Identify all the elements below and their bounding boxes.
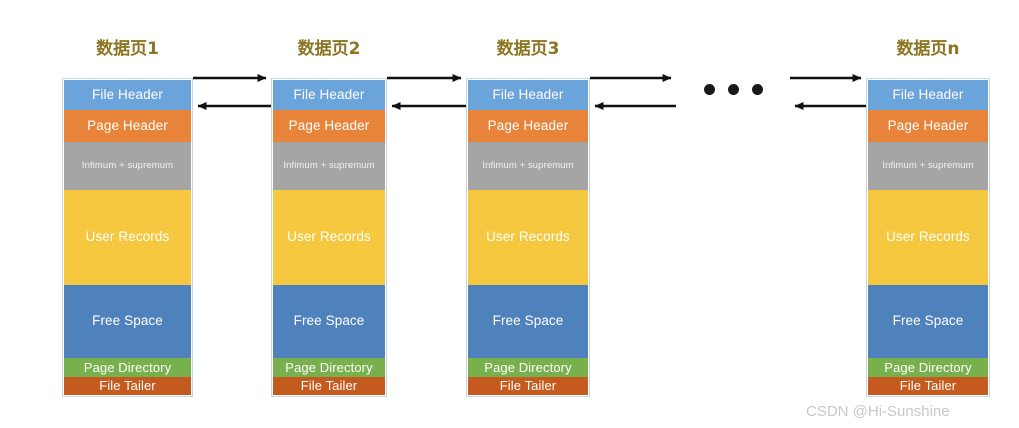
page-title-2: 数据页2 xyxy=(297,39,361,59)
data-page-2: File Header Page Header Infimum + suprem… xyxy=(271,78,387,397)
segment-file-header: File Header xyxy=(273,80,385,110)
segment-infimum-supremum: Infimum + supremum xyxy=(468,142,588,190)
page-title-1: 数据页1 xyxy=(96,39,159,59)
arrow-link-ellipsis-pagen xyxy=(790,74,866,110)
ellipsis-dot xyxy=(728,84,739,95)
data-page-3: File Header Page Header Infimum + suprem… xyxy=(466,78,590,397)
segment-free-space: Free Space xyxy=(273,285,385,358)
segment-user-records: User Records xyxy=(868,190,988,285)
arrow-link-page3-ellipsis xyxy=(590,74,676,110)
segment-page-header: Page Header xyxy=(273,110,385,142)
segment-page-header: Page Header xyxy=(64,110,191,142)
segment-file-header: File Header xyxy=(468,80,588,110)
segment-free-space: Free Space xyxy=(468,285,588,358)
segment-page-directory: Page Directory xyxy=(273,358,385,377)
segment-infimum-supremum: Infimum + supremum xyxy=(64,142,191,190)
segment-page-header: Page Header xyxy=(468,110,588,142)
segment-page-directory: Page Directory xyxy=(868,358,988,377)
segment-page-directory: Page Directory xyxy=(64,358,191,377)
watermark-text: CSDN @Hi-Sunshine xyxy=(806,403,950,420)
page-title-3: 数据页3 xyxy=(496,39,560,59)
arrow-link-page2-page3 xyxy=(387,74,466,110)
segment-file-tailer: File Tailer xyxy=(468,377,588,395)
segment-user-records: User Records xyxy=(273,190,385,285)
segment-infimum-supremum: Infimum + supremum xyxy=(868,142,988,190)
segment-free-space: Free Space xyxy=(64,285,191,358)
page-title-n: 数据页n xyxy=(896,39,960,59)
segment-user-records: User Records xyxy=(468,190,588,285)
data-page-1: File Header Page Header Infimum + suprem… xyxy=(62,78,193,397)
segment-file-tailer: File Tailer xyxy=(868,377,988,395)
segment-file-tailer: File Tailer xyxy=(273,377,385,395)
ellipsis-dot xyxy=(752,84,763,95)
segment-file-header: File Header xyxy=(64,80,191,110)
arrow-link-page1-page2 xyxy=(193,74,271,110)
segment-free-space: Free Space xyxy=(868,285,988,358)
segment-file-tailer: File Tailer xyxy=(64,377,191,395)
segment-page-directory: Page Directory xyxy=(468,358,588,377)
segment-page-header: Page Header xyxy=(868,110,988,142)
segment-file-header: File Header xyxy=(868,80,988,110)
ellipsis-icon xyxy=(704,84,763,95)
data-page-n: File Header Page Header Infimum + suprem… xyxy=(866,78,990,397)
segment-infimum-supremum: Infimum + supremum xyxy=(273,142,385,190)
segment-user-records: User Records xyxy=(64,190,191,285)
ellipsis-dot xyxy=(704,84,715,95)
